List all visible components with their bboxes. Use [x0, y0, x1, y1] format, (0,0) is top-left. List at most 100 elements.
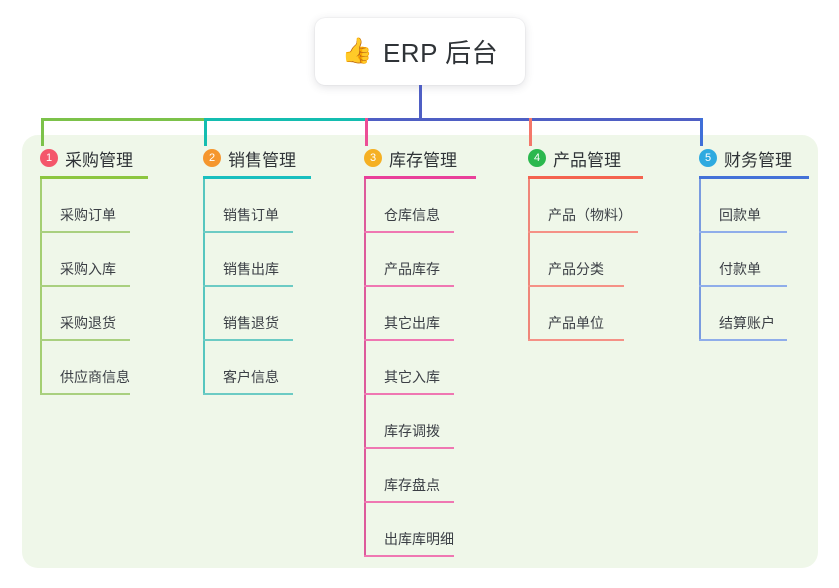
connector-bus-segment-1 — [41, 118, 204, 121]
leaf-rule — [528, 339, 624, 341]
leaf-node[interactable]: 其它入库 — [364, 341, 476, 395]
leaf-label: 客户信息 — [223, 369, 279, 385]
column-items-5: 回款单付款单结算账户 — [699, 179, 809, 341]
root-node-card[interactable]: 👍 ERP 后台 — [315, 18, 525, 85]
leaf-node[interactable]: 库存调拨 — [364, 395, 476, 449]
column-4: 4 产品管理产品（物料） 产品分类产品单位 — [528, 146, 643, 341]
root-node-title: ERP 后台 — [382, 38, 499, 68]
leaf-node[interactable]: 库存盘点 — [364, 449, 476, 503]
leaf-rule — [699, 285, 787, 287]
leaf-label: 采购退货 — [60, 315, 116, 331]
leaf-node[interactable]: 采购退货 — [40, 287, 148, 341]
leaf-node[interactable]: 其它出库 — [364, 287, 476, 341]
leaf-rule — [40, 231, 130, 233]
leaf-label: 产品分类 — [548, 261, 604, 277]
column-badge-5: 5 — [699, 149, 717, 167]
column-spine-5 — [699, 179, 701, 341]
column-header-4[interactable]: 4 产品管理 — [528, 146, 643, 170]
column-badge-2: 2 — [203, 149, 221, 167]
column-items-4: 产品（物料） 产品分类产品单位 — [528, 179, 643, 341]
column-items-2: 销售订单销售出库销售退货客户信息 — [203, 179, 311, 395]
leaf-label: 销售出库 — [223, 261, 279, 277]
column-rule-1 — [40, 176, 148, 179]
leaf-node[interactable]: 供应商信息 — [40, 341, 148, 395]
leaf-label: 销售退货 — [223, 315, 279, 331]
leaf-label: 库存调拨 — [384, 423, 440, 439]
leaf-node[interactable]: 客户信息 — [203, 341, 311, 395]
column-badge-1: 1 — [40, 149, 58, 167]
leaf-node[interactable]: 采购订单 — [40, 179, 148, 233]
column-header-2[interactable]: 2 销售管理 — [203, 146, 311, 170]
column-badge-3: 3 — [364, 149, 382, 167]
leaf-label: 供应商信息 — [60, 369, 130, 385]
leaf-label: 其它出库 — [384, 315, 440, 331]
leaf-rule — [364, 501, 454, 503]
leaf-label: 其它入库 — [384, 369, 440, 385]
leaf-rule — [40, 339, 130, 341]
leaf-node[interactable]: 回款单 — [699, 179, 809, 233]
connector-drop-1 — [41, 118, 44, 146]
leaf-rule — [203, 231, 293, 233]
leaf-rule — [364, 393, 454, 395]
leaf-node[interactable]: 销售出库 — [203, 233, 311, 287]
leaf-label: 产品（物料） — [548, 207, 632, 223]
leaf-node[interactable]: 付款单 — [699, 233, 809, 287]
leaf-node[interactable]: 销售订单 — [203, 179, 311, 233]
leaf-rule — [364, 231, 454, 233]
leaf-node[interactable]: 销售退货 — [203, 287, 311, 341]
column-items-3: 仓库信息产品库存其它出库其它入库库存调拨库存盘点出库库明细 — [364, 179, 476, 557]
leaf-rule — [699, 339, 787, 341]
leaf-node[interactable]: 结算账户 — [699, 287, 809, 341]
leaf-rule — [699, 231, 787, 233]
leaf-rule — [40, 285, 130, 287]
leaf-label: 采购订单 — [60, 207, 116, 223]
leaf-label: 结算账户 — [719, 315, 775, 331]
column-items-1: 采购订单采购入库采购退货供应商信息 — [40, 179, 148, 395]
column-title-1: 采购管理 — [65, 150, 133, 170]
column-title-5: 财务管理 — [724, 150, 792, 170]
connector-drop-2 — [204, 118, 207, 146]
leaf-label: 仓库信息 — [384, 207, 440, 223]
thumbs-up-icon: 👍 — [341, 37, 373, 65]
leaf-label: 出库库明细 — [384, 531, 454, 547]
leaf-label: 销售订单 — [223, 207, 279, 223]
column-header-3[interactable]: 3 库存管理 — [364, 146, 476, 170]
column-badge-4: 4 — [528, 149, 546, 167]
diagram-panel — [22, 135, 818, 568]
leaf-rule — [203, 339, 293, 341]
column-title-4: 产品管理 — [553, 150, 621, 170]
leaf-rule — [203, 393, 293, 395]
column-rule-2 — [203, 176, 311, 179]
leaf-node[interactable]: 产品库存 — [364, 233, 476, 287]
column-spine-1 — [40, 179, 42, 395]
leaf-node[interactable]: 产品（物料） — [528, 179, 643, 233]
connector-bus-segment-2 — [204, 118, 365, 121]
column-header-5[interactable]: 5 财务管理 — [699, 146, 809, 170]
column-title-3: 库存管理 — [389, 150, 457, 170]
leaf-label: 回款单 — [719, 207, 761, 223]
connector-drop-4 — [529, 118, 532, 146]
leaf-rule — [528, 231, 638, 233]
column-spine-2 — [203, 179, 205, 395]
root-node-content: 👍 ERP 后台 — [342, 33, 498, 70]
column-rule-3 — [364, 176, 476, 179]
connector-drop-3 — [365, 118, 368, 146]
leaf-label: 库存盘点 — [384, 477, 440, 493]
leaf-label: 产品单位 — [548, 315, 604, 331]
column-spine-4 — [528, 179, 530, 341]
leaf-node[interactable]: 产品单位 — [528, 287, 643, 341]
leaf-node[interactable]: 出库库明细 — [364, 503, 476, 557]
column-header-1[interactable]: 1 采购管理 — [40, 146, 148, 170]
leaf-node[interactable]: 产品分类 — [528, 233, 643, 287]
column-rule-5 — [699, 176, 809, 179]
leaf-rule — [364, 555, 454, 557]
connector-root-stem — [419, 85, 422, 121]
leaf-node[interactable]: 采购入库 — [40, 233, 148, 287]
column-3: 3 库存管理仓库信息产品库存其它出库其它入库库存调拨库存盘点出库库明细 — [364, 146, 476, 557]
leaf-rule — [40, 393, 130, 395]
leaf-node[interactable]: 仓库信息 — [364, 179, 476, 233]
column-title-2: 销售管理 — [228, 150, 296, 170]
connector-bus-segment-3 — [365, 118, 703, 121]
leaf-rule — [364, 285, 454, 287]
leaf-rule — [364, 447, 454, 449]
